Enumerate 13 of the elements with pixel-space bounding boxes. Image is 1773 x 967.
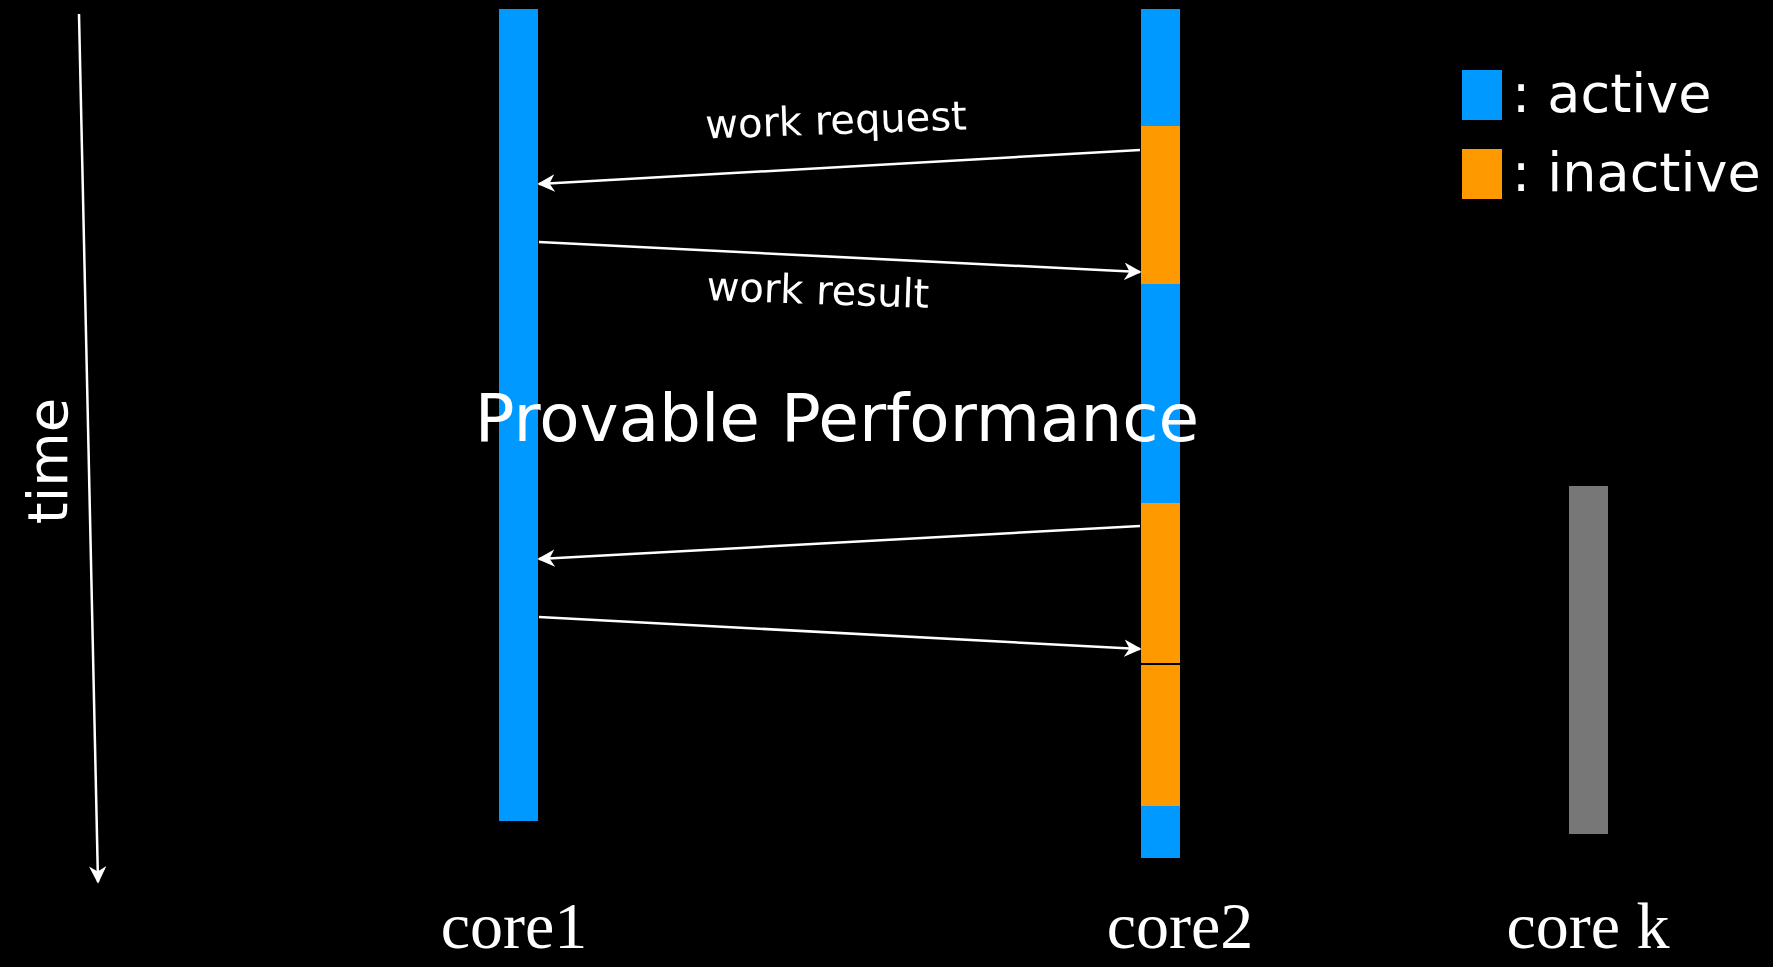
arrow	[537, 148, 1141, 192]
edge-label: work request	[704, 92, 968, 148]
arrow	[537, 524, 1141, 567]
core-label: core k	[1506, 888, 1670, 964]
arrow	[538, 240, 1142, 280]
legend-label: : inactive	[1512, 141, 1761, 204]
edge-label: work result	[705, 263, 931, 317]
timeline-bar	[1569, 486, 1608, 834]
axis-label: time	[14, 397, 80, 525]
core-label: core2	[1106, 888, 1254, 964]
arrow	[538, 615, 1142, 657]
core-label: core1	[440, 888, 588, 964]
legend-label: : active	[1512, 62, 1712, 125]
